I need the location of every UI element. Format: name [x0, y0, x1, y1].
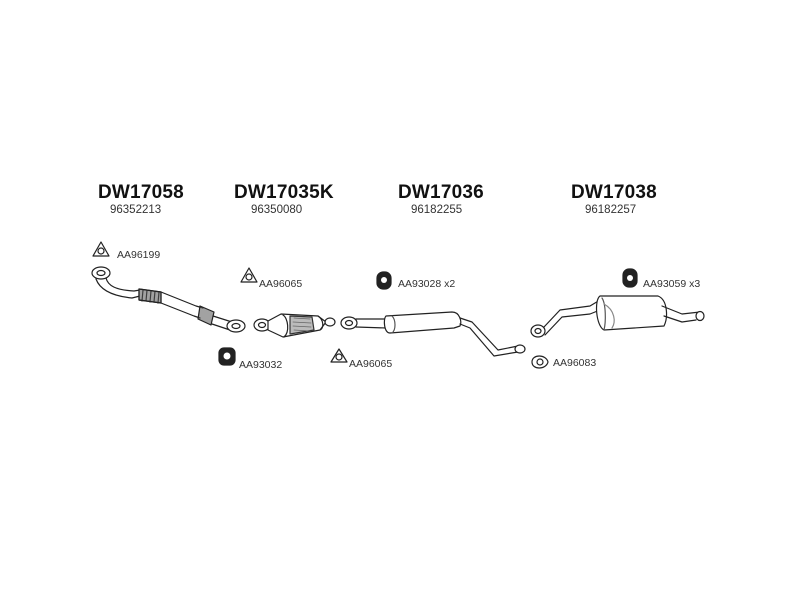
- gasket-cat-in-icon: [240, 267, 258, 283]
- oem-code-rear-silencer: 96182257: [585, 204, 637, 216]
- gasket-front-icon: [92, 241, 110, 257]
- gasket-rear-icon: [531, 355, 549, 369]
- part-code-middle-silencer: DW17036: [398, 182, 484, 203]
- label-clamp-front: AA93032: [239, 359, 283, 371]
- hanger-rear-icon: [622, 268, 638, 288]
- label-gasket-rear: AA96083: [553, 357, 597, 369]
- oem-code-catalyst: 96350080: [251, 204, 303, 216]
- part-code-rear-silencer: DW17038: [571, 182, 657, 203]
- rear-silencer-part: [530, 295, 705, 338]
- label-gasket-cat-in: AA96065: [259, 278, 303, 290]
- label-gasket-cat-out: AA96065: [349, 358, 393, 370]
- hanger-mid-icon: [376, 271, 392, 290]
- label-hanger-rear: AA93059 x3: [643, 278, 701, 290]
- front-pipe-part: [91, 266, 246, 333]
- oem-code-middle-silencer: 96182255: [411, 204, 463, 216]
- label-hanger-mid: AA93028 x2: [398, 278, 456, 290]
- gasket-cat-out-icon: [330, 348, 348, 363]
- catalytic-converter-part: [253, 313, 336, 338]
- oem-code-front-pipe: 96352213: [110, 204, 162, 216]
- part-code-catalyst: DW17035K: [234, 182, 334, 203]
- label-gasket-front: AA96199: [117, 249, 161, 261]
- middle-silencer-part: [340, 311, 526, 357]
- part-code-front-pipe: DW17058: [98, 182, 184, 203]
- clamp-front-icon: [218, 347, 236, 366]
